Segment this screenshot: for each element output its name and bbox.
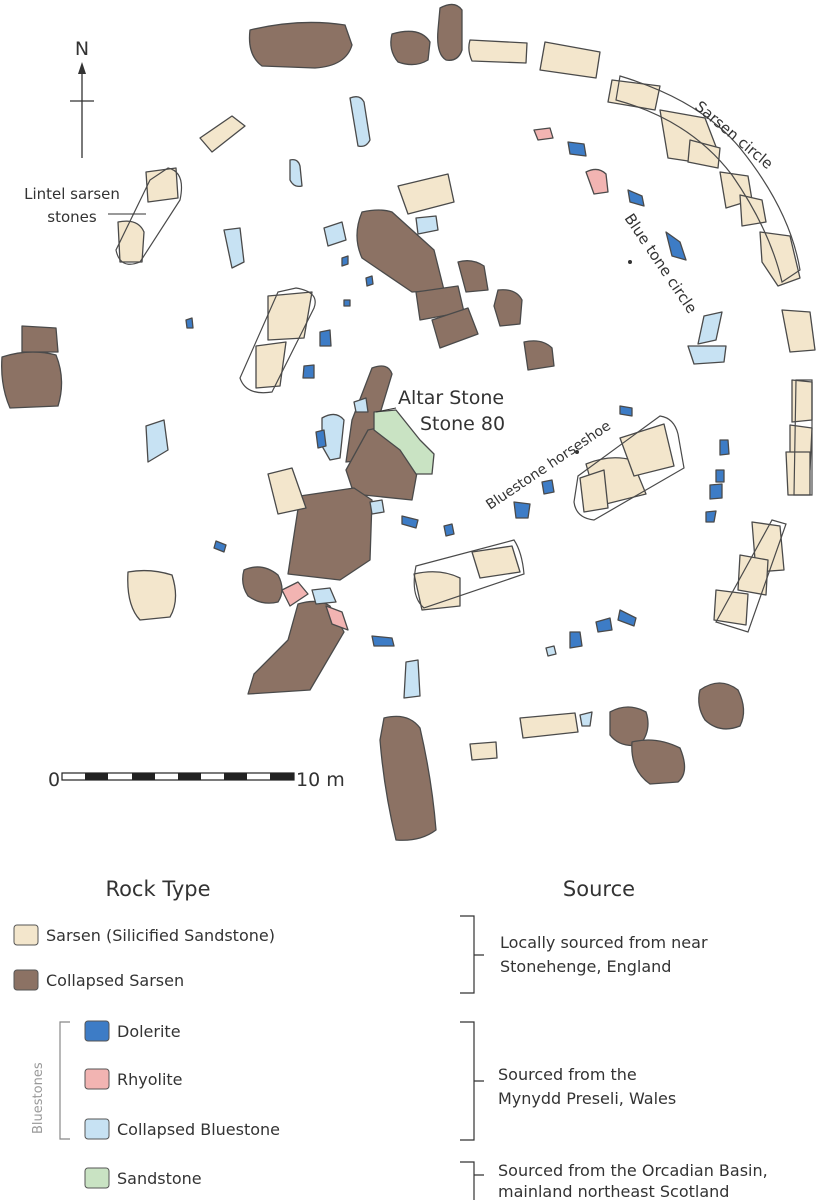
- lintel-label-line2: stones: [47, 208, 97, 226]
- scale-start-label: 0: [48, 769, 60, 791]
- scale-bar: [61, 772, 295, 781]
- lintel-outlines: [115, 75, 813, 633]
- legend-swatch-sandstone: [84, 1167, 110, 1189]
- stone-80-label: Stone 80: [420, 413, 505, 435]
- trilithon-stones: [239, 173, 685, 695]
- sarsen-circle-stones: [1, 3, 816, 841]
- legend-label-rhyolite: Rhyolite: [117, 1070, 183, 1089]
- legend-label-sarsen: Sarsen (Silicified Sandstone): [46, 926, 275, 945]
- legend-swatch-rhyolite: [84, 1068, 110, 1090]
- legend-swatch-collapsed-bluestone: [84, 1118, 110, 1140]
- legend-swatch-collapsed-sarsen: [13, 969, 39, 991]
- north-label: N: [75, 38, 89, 60]
- legend-label-dolerite: Dolerite: [117, 1022, 181, 1041]
- bluestone-circle-label: Blue tone circle: [621, 210, 701, 317]
- bluestone-horseshoe-stones: [315, 255, 633, 537]
- scale-end-label: 10 m: [296, 769, 345, 791]
- source-local-line2: Stonehenge, England: [500, 957, 671, 976]
- north-arrow-icon: [70, 62, 94, 158]
- bluestone-circle-stones: [145, 96, 730, 699]
- altar-stone-label: Altar Stone: [398, 387, 504, 409]
- source-local-line1: Locally sourced from near: [500, 933, 708, 952]
- legend-rock-type-title: Rock Type: [105, 877, 210, 901]
- source-scotland-line2: mainland northeast Scotland: [498, 1182, 729, 1200]
- legend-swatch-sarsen: [13, 924, 39, 946]
- legend-swatch-dolerite: [84, 1020, 110, 1042]
- source-wales-line1: Sourced from the: [498, 1065, 637, 1084]
- legend-bluestones-label: Bluestones: [31, 1062, 46, 1134]
- lintel-label-line1: Lintel sarsen: [24, 185, 120, 203]
- legend-source-title: Source: [563, 877, 635, 901]
- legend-label-collapsed-bluestone: Collapsed Bluestone: [117, 1120, 280, 1139]
- source-wales-line2: Mynydd Preseli, Wales: [498, 1089, 676, 1108]
- legend-label-sandstone: Sandstone: [117, 1169, 202, 1188]
- legend-label-collapsed-sarsen: Collapsed Sarsen: [46, 971, 184, 990]
- source-scotland-line1: Sourced from the Orcadian Basin,: [498, 1161, 768, 1180]
